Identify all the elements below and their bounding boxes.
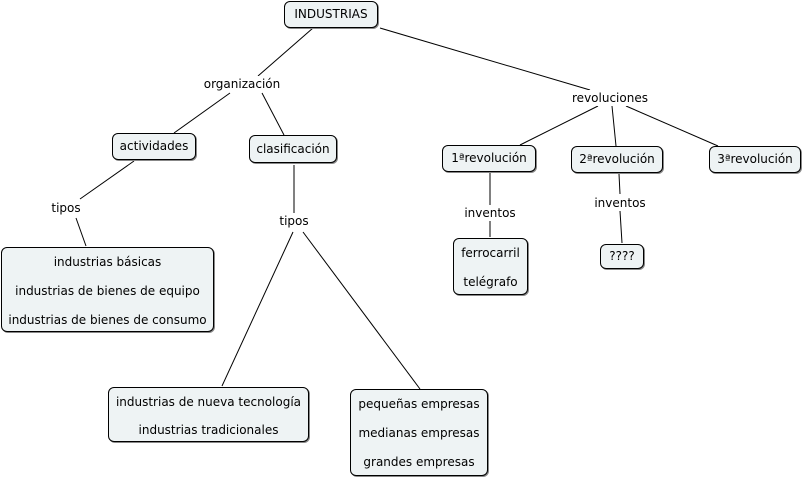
node-2a-revolucion[interactable]: 2ªrevolución (571, 146, 663, 173)
node-clasificacion[interactable]: clasificación (249, 135, 337, 163)
list-item: grandes empresas (363, 455, 475, 469)
list-item: telégrafo (463, 275, 518, 289)
link-label-organizacion: organización (200, 76, 284, 92)
node-actividades[interactable]: actividades (112, 133, 196, 160)
node-clasificacion-tipos-tecnologia[interactable]: industrias de nueva tecnología industria… (108, 387, 309, 442)
link-label-tipos-actividades: tipos (48, 200, 84, 216)
node-clasificacion-tipos-tamano[interactable]: pequeñas empresas medianas empresas gran… (350, 389, 488, 476)
link-label-inventos-1: inventos (460, 205, 520, 221)
list-item: industrias de nueva tecnología (115, 395, 302, 409)
list-item: industrias tradicionales (138, 423, 279, 437)
node-1a-revolucion[interactable]: 1ªrevolución (442, 145, 536, 172)
link-label-revoluciones: revoluciones (568, 90, 652, 106)
list-item: medianas empresas (358, 426, 480, 440)
list-item: industrias básicas (53, 255, 162, 269)
link-label-inventos-2: inventos (590, 195, 650, 211)
list-item: industrias de bienes de equipo (15, 284, 200, 298)
node-3a-revolucion[interactable]: 3ªrevolución (709, 146, 801, 173)
link-label-tipos-clasificacion: tipos (276, 213, 312, 229)
node-rev2-inventos[interactable]: ???? (600, 244, 644, 269)
list-item: ferrocarril (461, 246, 520, 260)
list-item: industrias de bienes de consumo (8, 313, 207, 327)
node-actividades-tipos[interactable]: industrias básicas industrias de bienes … (1, 247, 214, 332)
root-node-industrias[interactable]: INDUSTRIAS (284, 1, 378, 28)
list-item: pequeñas empresas (358, 397, 480, 411)
node-rev1-inventos[interactable]: ferrocarril telégrafo (453, 238, 528, 295)
